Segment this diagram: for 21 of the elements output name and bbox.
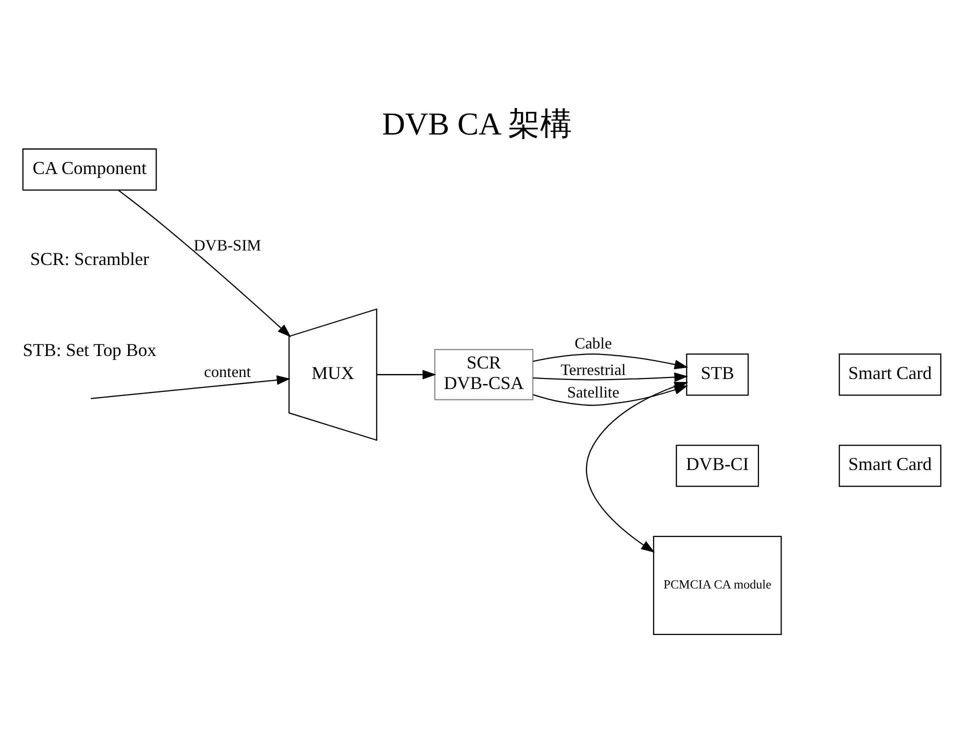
diagram-title: DVB CA 架構 xyxy=(382,106,572,142)
arrow xyxy=(90,375,290,400)
arrow xyxy=(118,190,292,338)
node-box: CA Component xyxy=(22,148,157,191)
arrow xyxy=(532,372,688,382)
arrow xyxy=(532,354,688,370)
edge-label: content xyxy=(204,364,251,382)
label: SCR: Scrambler xyxy=(30,249,150,270)
node-box: MUX xyxy=(288,308,378,441)
edge-label: Terrestrial xyxy=(560,362,626,379)
arrow xyxy=(377,370,436,380)
edge-label: DVB-SIM xyxy=(194,238,262,255)
node-box: DVB-CI xyxy=(676,444,759,487)
node-box: PCMCIA CA module xyxy=(653,536,782,636)
node-box: SCR DVB-CSA xyxy=(434,349,534,400)
label: STB: Set Top Box xyxy=(22,340,156,360)
node-box: STB xyxy=(686,354,749,396)
edge-label: Satellite xyxy=(567,384,620,402)
edge-label: Cable xyxy=(574,336,612,353)
node-box: Smart Card xyxy=(838,444,942,487)
node-box: Smart Card xyxy=(838,354,942,396)
